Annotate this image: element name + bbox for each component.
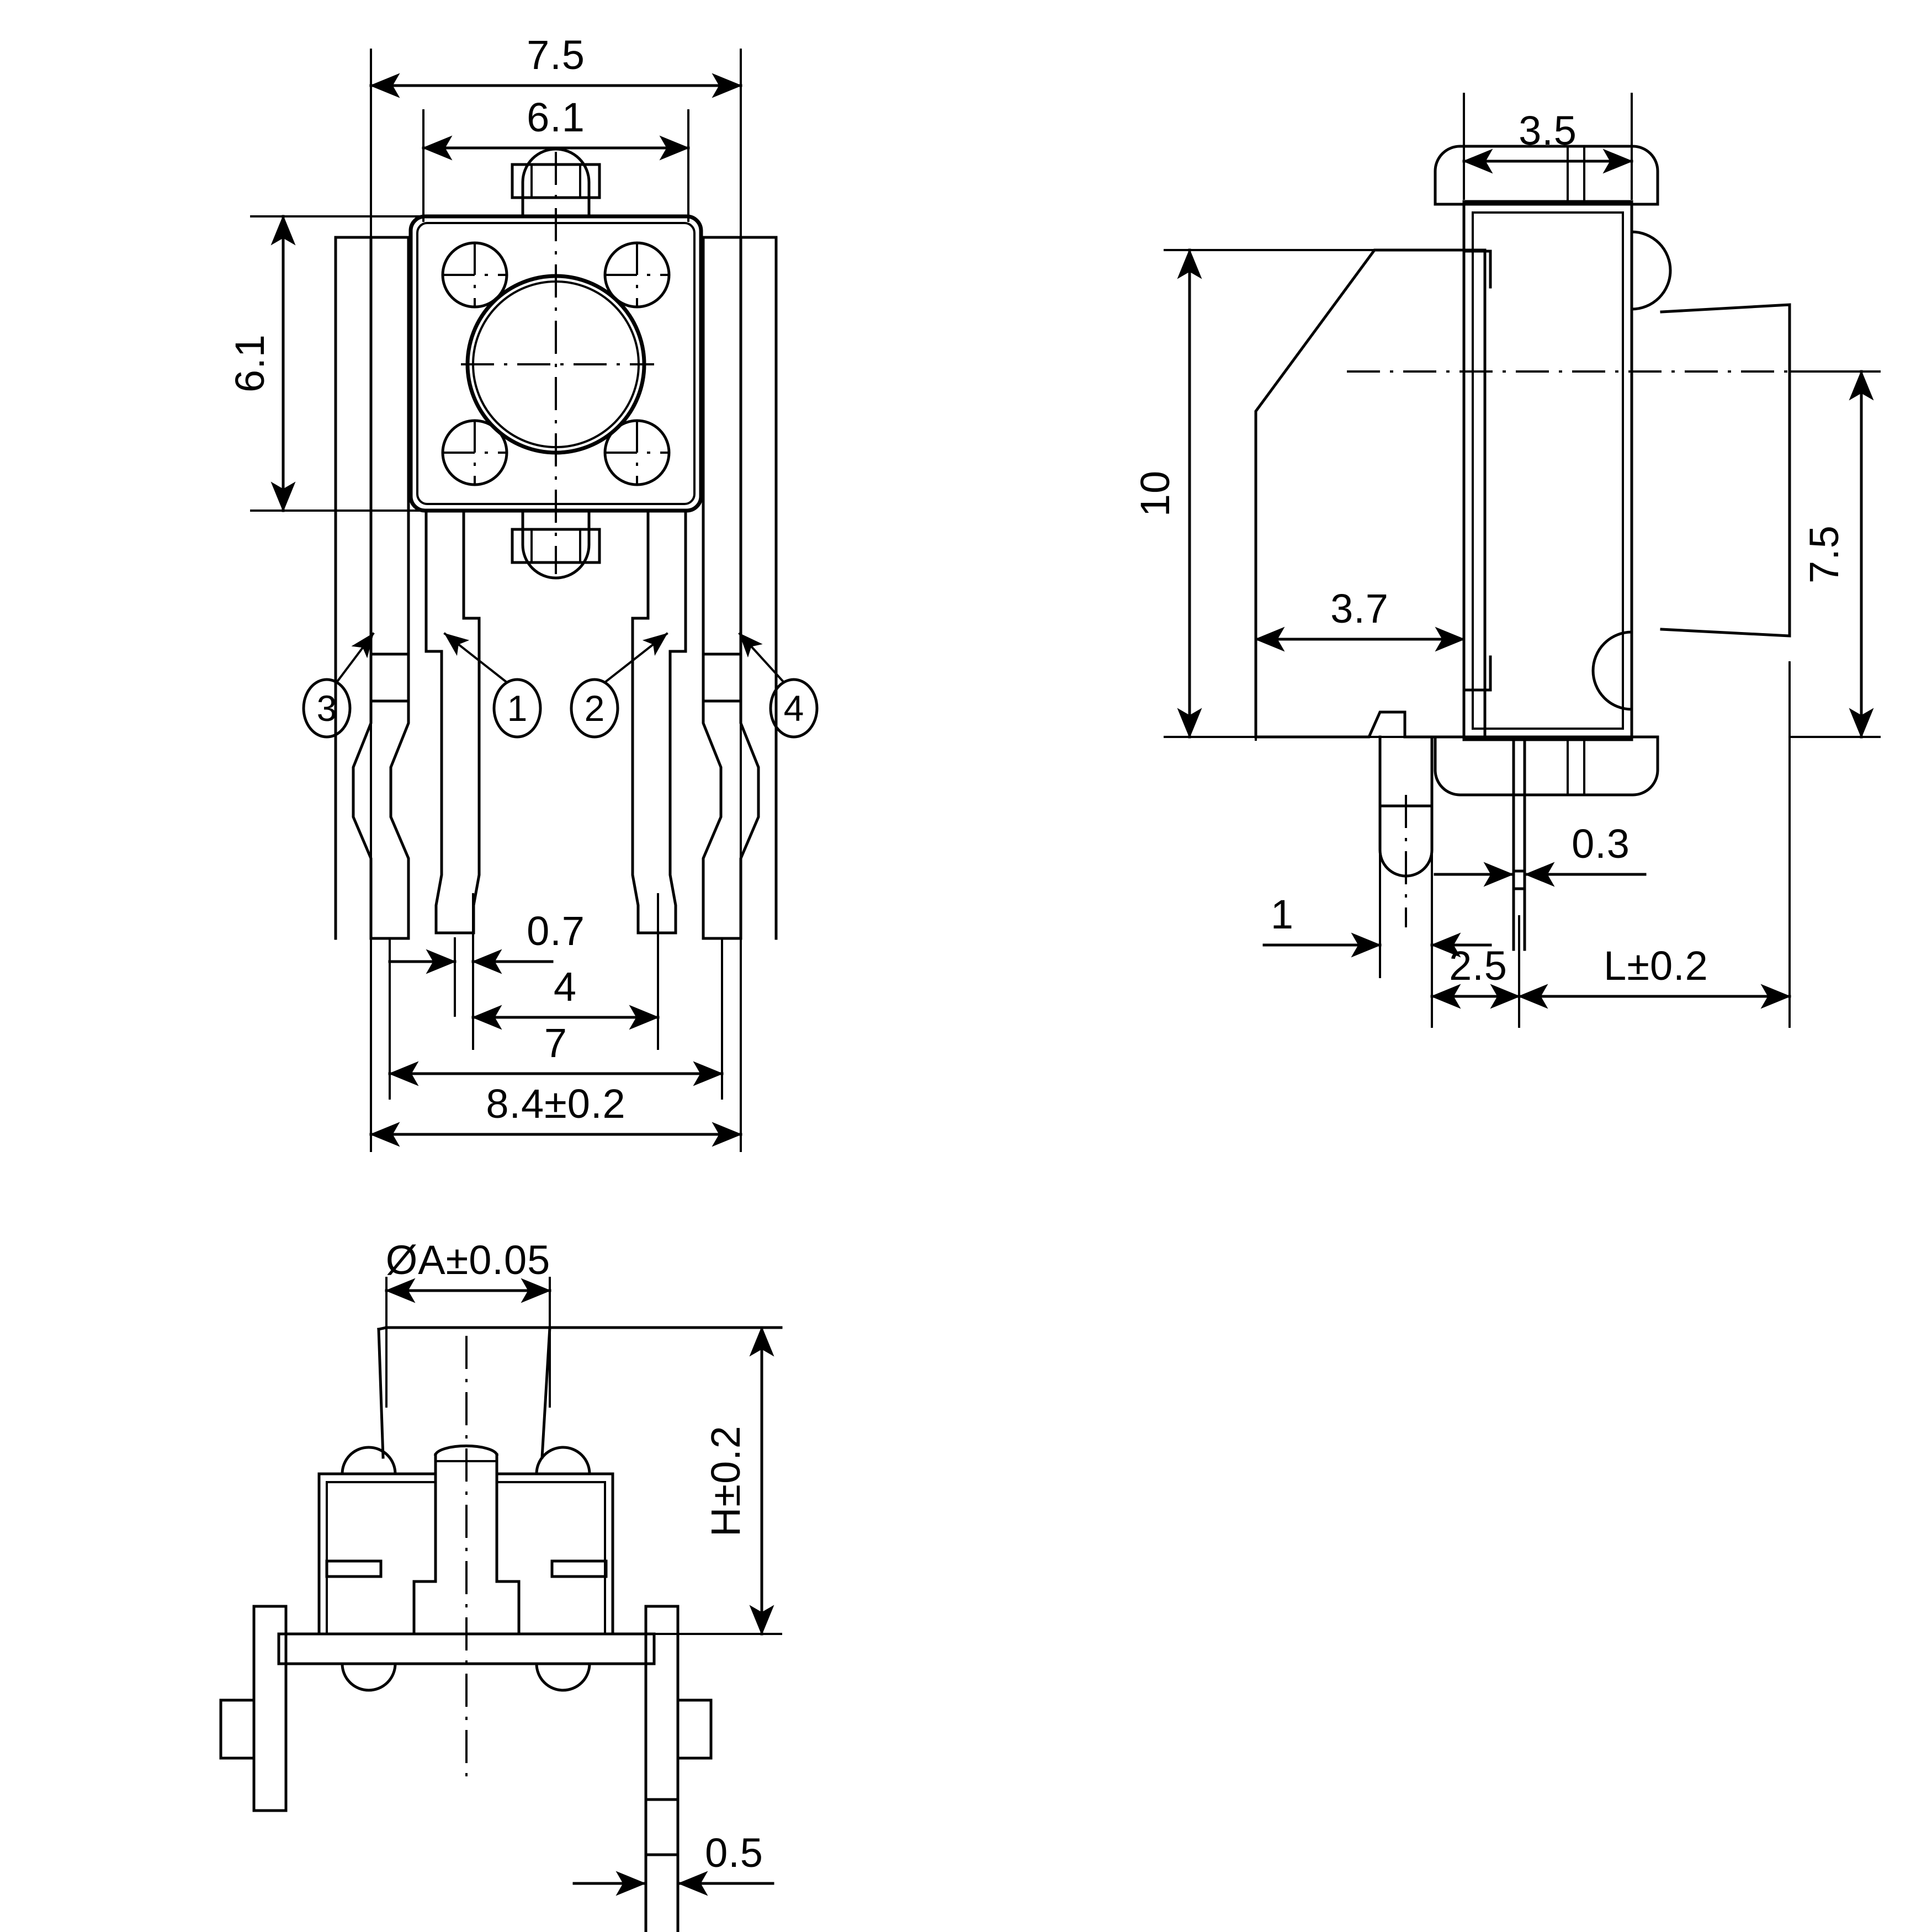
dim-1: 1 xyxy=(1262,827,1382,978)
pin-callout-label-4: 4 xyxy=(784,688,804,729)
pin-callout-label-3: 3 xyxy=(317,688,337,729)
pin-callout-3: 3 xyxy=(302,632,375,739)
pin-callout-label-2: 2 xyxy=(585,688,605,729)
dim-0-5: 0.5 xyxy=(572,1830,774,1896)
dim-10: 10 xyxy=(1132,248,1486,739)
stem-taper-leaders xyxy=(377,1326,783,1459)
dim-label-4: 4 xyxy=(554,964,577,1010)
dim-7-5-vertical: 7.5 xyxy=(1788,370,1881,739)
lead-inner-left xyxy=(424,512,481,935)
lead-inner-right xyxy=(631,512,687,935)
dim-A: ØA±0.05 xyxy=(385,1237,551,1408)
dim-6-1-vertical: 6.1 xyxy=(227,215,432,512)
dim-label-0-7: 0.7 xyxy=(527,908,585,954)
front-view-centerlines xyxy=(461,152,654,574)
pin-callout-label-1: 1 xyxy=(507,688,528,729)
dim-label-0-3: 0.3 xyxy=(1572,821,1630,867)
bottom-body-outline xyxy=(277,1446,656,1692)
dim-L: L±0.2 xyxy=(1517,661,1791,1028)
dim-label-6-1-v: 6.1 xyxy=(227,334,273,392)
lead-outer-left xyxy=(352,236,410,940)
side-body-profile xyxy=(1254,145,1791,797)
pin-callout-2: 2 xyxy=(570,632,668,739)
dim-8-4: 8.4±0.2 xyxy=(369,1081,742,1147)
dim-label-7-5-v: 7.5 xyxy=(1801,525,1847,583)
dim-label-3-7: 3.7 xyxy=(1330,586,1389,631)
dim-4: 4 xyxy=(471,964,660,1030)
pin-callout-4: 4 xyxy=(738,632,819,739)
dim-label-H: H±0.2 xyxy=(703,1425,749,1537)
dim-7: 7 xyxy=(388,1020,724,1086)
dim-label-A: ØA±0.05 xyxy=(386,1237,551,1283)
dim-3-7: 3.7 xyxy=(1254,573,1466,741)
dim-label-7: 7 xyxy=(544,1020,567,1066)
dim-label-L: L±0.2 xyxy=(1604,943,1708,989)
front-view: 7.5 6.1 6.1 xyxy=(227,32,819,1152)
side-view: 3.5 10 xyxy=(1132,93,1881,1028)
dim-H: H±0.2 xyxy=(549,1326,782,1636)
switch-body-outline xyxy=(408,214,703,513)
lead-shoulders xyxy=(334,236,778,940)
dim-0-7: 0.7 xyxy=(388,908,585,974)
dim-label-10: 10 xyxy=(1132,470,1178,517)
dim-2-5: 2.5 xyxy=(1430,827,1521,1028)
lead-outer-right xyxy=(702,236,760,940)
pin-callout-1: 1 xyxy=(443,632,542,739)
dim-label-0-5: 0.5 xyxy=(705,1830,763,1876)
dim-label-8-4: 8.4±0.2 xyxy=(486,1081,625,1127)
side-view-pins xyxy=(1378,735,1526,951)
dim-label-6-1-h: 6.1 xyxy=(527,94,585,140)
corner-rivets xyxy=(441,241,671,486)
dim-label-2-5: 2.5 xyxy=(1449,943,1508,989)
dim-label-1: 1 xyxy=(1271,891,1294,937)
dim-6-1-horizontal: 6.1 xyxy=(422,94,690,161)
bottom-view: ØA±0.05 H±0.2 xyxy=(219,1237,783,1932)
dim-label-7-5: 7.5 xyxy=(527,32,585,78)
dim-7-5: 7.5 xyxy=(369,32,742,98)
dim-0-3: 0.3 xyxy=(1434,821,1647,887)
